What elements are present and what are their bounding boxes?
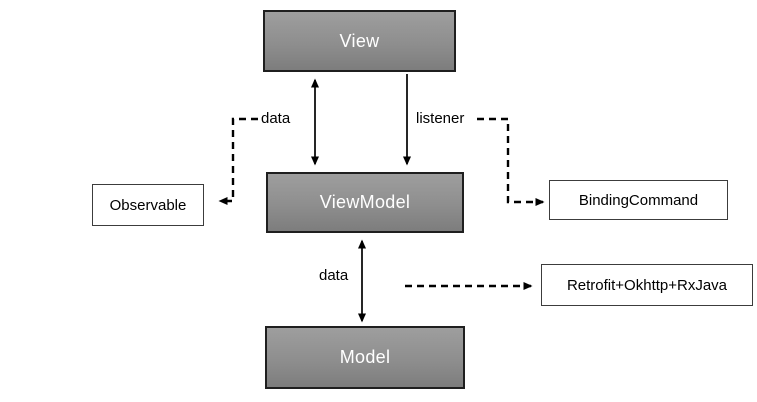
arrow-listener-bindingcommand [477,117,545,206]
edge-label-data-top: data [261,110,291,127]
node-retrofit: Retrofit+Okhttp+RxJava [541,264,753,306]
node-viewmodel-label: ViewModel [319,192,411,212]
node-model: Model [265,326,465,389]
node-retrofit-label: Retrofit+Okhttp+RxJava [566,276,728,294]
node-bindingcommand: BindingCommand [549,180,728,220]
node-observable: Observable [92,184,204,226]
node-viewmodel: ViewModel [266,172,464,233]
node-observable-label: Observable [109,196,187,214]
node-bindingcommand-label: BindingCommand [578,191,699,209]
arrow-data-observable [218,117,258,205]
edge-label-data-bottom: data [319,267,349,284]
node-view: View [263,10,456,72]
node-model-label: Model [339,347,391,367]
node-view-label: View [339,30,380,51]
edge-label-listener: listener [416,110,465,127]
